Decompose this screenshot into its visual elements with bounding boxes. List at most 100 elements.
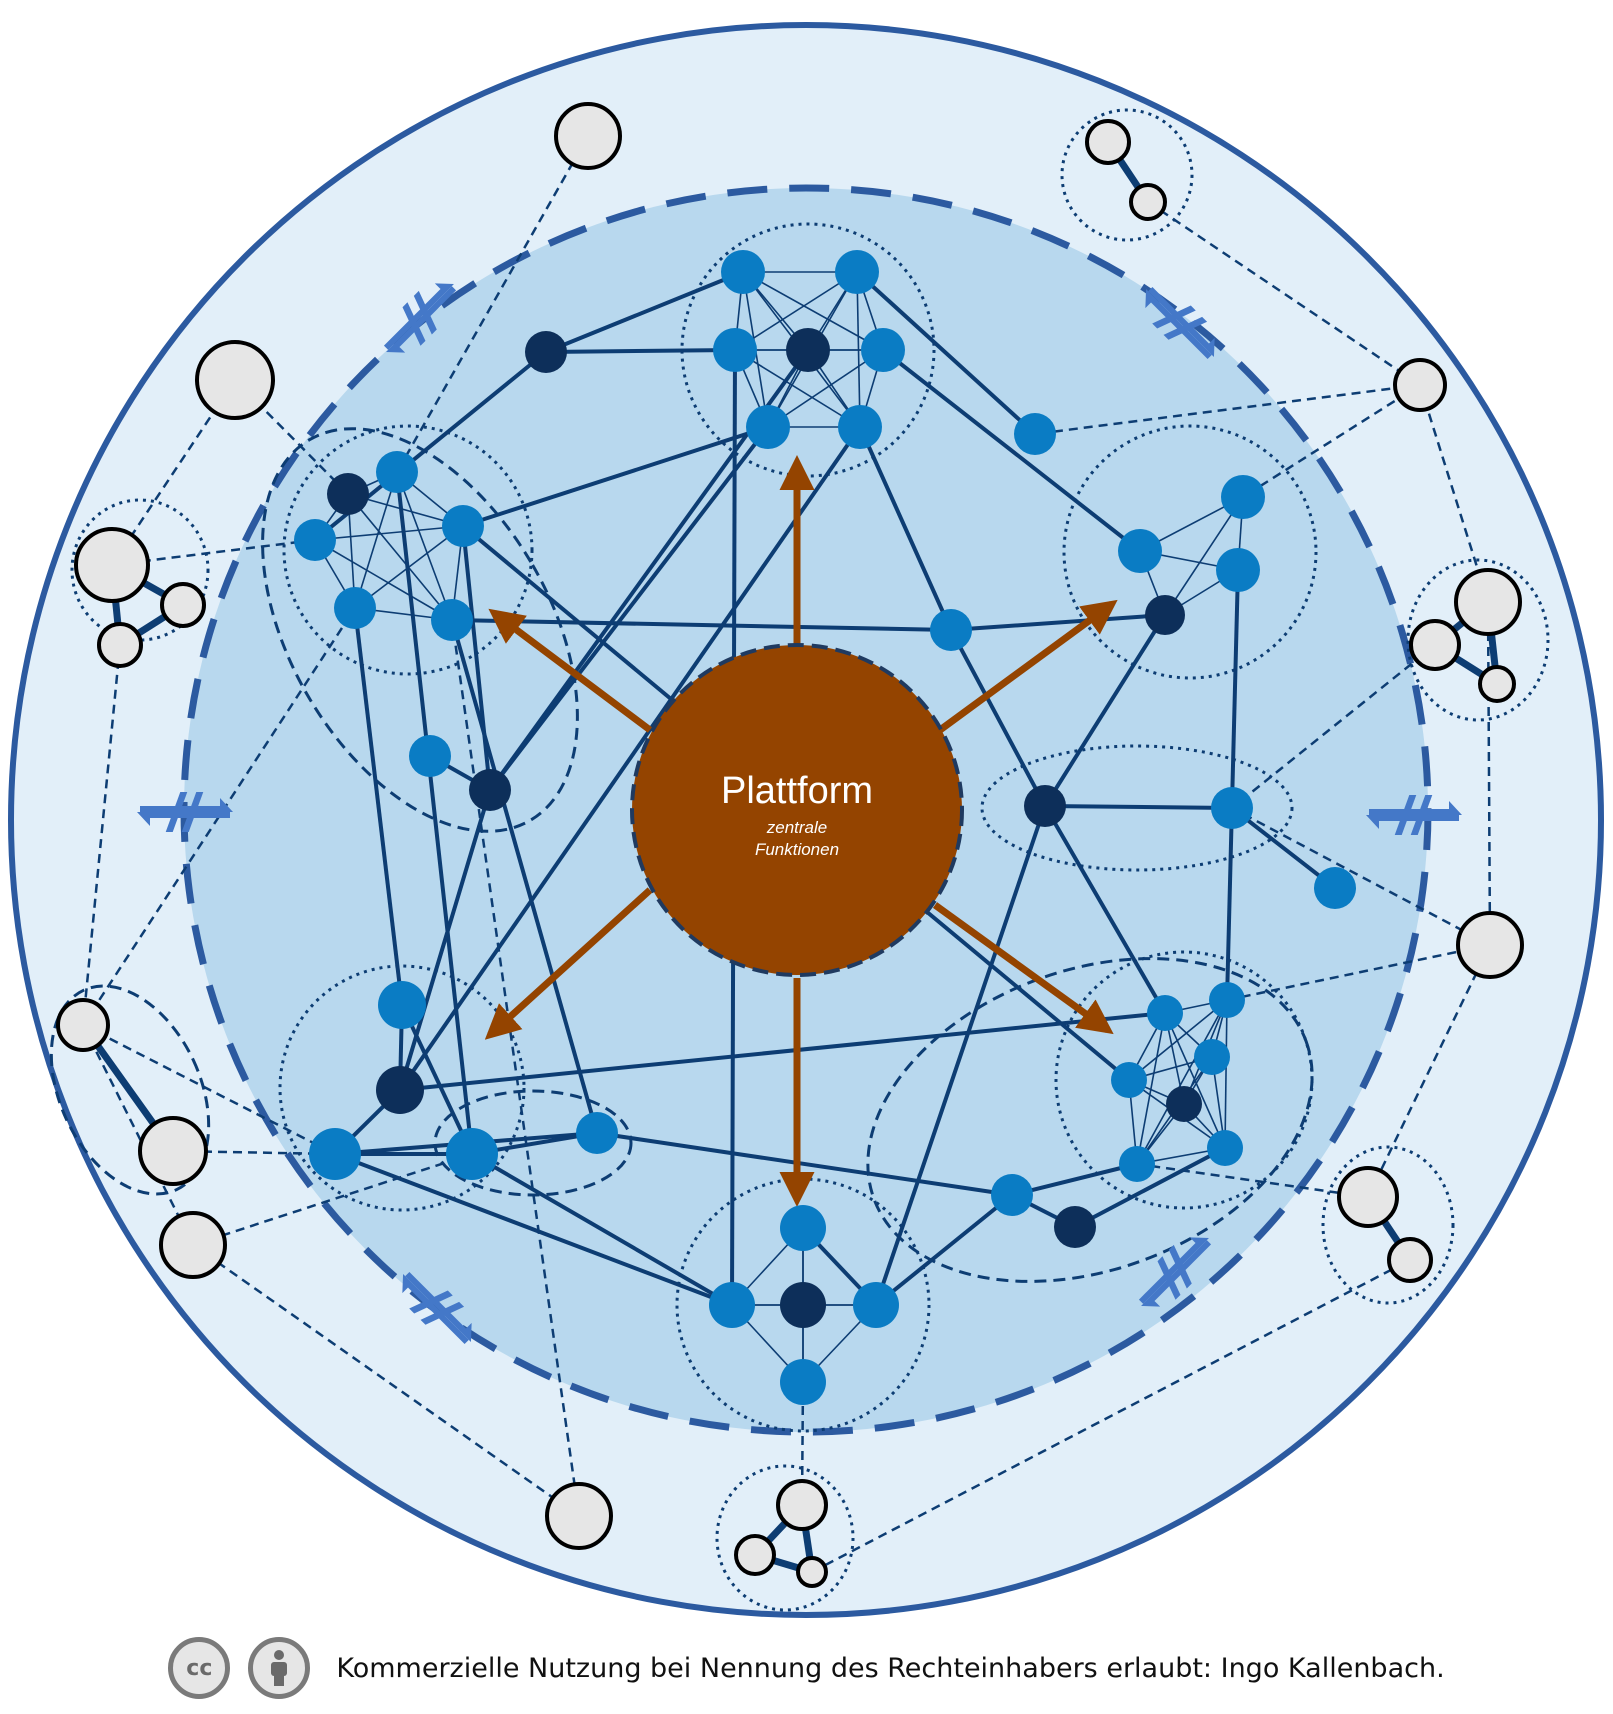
node-m3 (930, 609, 972, 651)
edge-25 (949, 629, 1047, 807)
node-bl2 (376, 1066, 424, 1114)
cluster-outline-14 (1321, 1145, 1455, 1305)
node-o11 (1129, 183, 1167, 221)
node-t1 (721, 250, 765, 294)
outer-edge-14 (82, 1023, 336, 1156)
cluster-outline-11 (1406, 558, 1550, 722)
edge-7 (881, 348, 1142, 553)
node-t7 (838, 405, 882, 449)
exchange-arrow-3 (1366, 795, 1462, 835)
node-o2 (195, 340, 275, 420)
cc-icon: cc (168, 1637, 231, 1699)
cluster-outline-13 (49, 984, 211, 1196)
exchange-bar-a-3 (1394, 795, 1417, 835)
node-o20 (734, 1534, 776, 1576)
platform-subtitle-line1: zentrale (766, 818, 827, 837)
exchange-arrow-head-b-1 (1145, 289, 1212, 360)
outer-edge-9 (1231, 644, 1436, 809)
node-r1 (1221, 475, 1265, 519)
node-br7 (1207, 1130, 1243, 1166)
cluster-outline-8 (278, 964, 526, 1212)
cluster-outline-1 (282, 424, 534, 676)
mesh-line-1-0-5 (347, 493, 453, 621)
edge-11 (461, 525, 492, 791)
node-o18 (545, 1482, 613, 1550)
exchange-arrow-2 (137, 792, 233, 832)
node-m4 (409, 735, 451, 777)
outer-edge-2 (1034, 383, 1421, 436)
node-o12 (56, 998, 110, 1052)
mesh-line-3-0-5 (1136, 1012, 1166, 1165)
outer-dashed-edges (81, 135, 1492, 1574)
edge-41 (1074, 1146, 1226, 1229)
node-m7 (1211, 787, 1253, 829)
edge-18 (398, 789, 492, 1091)
node-m9 (991, 1174, 1033, 1216)
node-t2 (835, 250, 879, 294)
node-tl6 (431, 599, 473, 641)
node-o17 (1387, 1237, 1433, 1283)
exchange-bar-a-5 (1157, 1256, 1181, 1300)
by-person-icon (248, 1637, 311, 1699)
node-tl1 (327, 473, 369, 515)
node-o5 (160, 582, 206, 628)
exchange-arrow-head-b-3 (1366, 815, 1459, 829)
node-t4 (861, 328, 905, 372)
platform-arrow-2 (488, 608, 653, 733)
outer-edge-6 (81, 644, 122, 1026)
node-r3 (1216, 548, 1260, 592)
outer-edge-4 (1418, 384, 1490, 603)
cluster-outline-15 (715, 1464, 855, 1612)
cluster-outlines (49, 108, 1550, 1612)
edge-14 (353, 607, 404, 1006)
node-o14 (159, 1211, 227, 1279)
edge-2 (855, 270, 1037, 436)
edge-21 (1044, 804, 1233, 810)
platform-arrow-1 (937, 599, 1118, 733)
edge-0 (545, 270, 744, 354)
edge-4 (858, 426, 953, 631)
node-bl1 (378, 981, 426, 1029)
outer-edge-15 (172, 1149, 336, 1156)
mesh-line-0-2-6 (734, 349, 861, 428)
node-br3 (1194, 1039, 1230, 1075)
exchange-bar-b-4 (420, 1301, 465, 1325)
node-br6 (1119, 1146, 1155, 1182)
node-m10 (1054, 1206, 1096, 1248)
outer-edge-12 (1136, 1162, 1369, 1199)
cluster-outline-2 (261, 427, 579, 833)
node-o7 (1454, 568, 1522, 636)
license-footer: cc Kommerzielle Nutzung bei Nennung des … (0, 1628, 1613, 1708)
cluster-outline-0 (680, 222, 936, 478)
edge-31 (470, 1152, 734, 1307)
node-m1 (525, 331, 567, 373)
edge-34 (400, 1004, 474, 1155)
exchange-arrow-head-b-4 (402, 1274, 469, 1345)
edge-3 (545, 348, 736, 354)
cluster-outline-9 (433, 1089, 633, 1197)
edge-20 (1043, 613, 1167, 808)
node-m6 (1024, 785, 1066, 827)
exchange-arrow-head-b-2 (137, 812, 230, 826)
node-o21 (796, 1556, 828, 1588)
exchange-bar-b-0 (413, 290, 437, 335)
mesh-line-0-1-2 (734, 271, 858, 351)
edge-30 (334, 1152, 733, 1307)
outer-edge-3 (1242, 383, 1421, 499)
platform-arrow-3 (484, 887, 653, 1040)
node-r4 (1145, 595, 1185, 635)
network-nodes (56, 102, 1524, 1588)
mesh-line-1-2-3 (314, 525, 464, 541)
edge-6 (950, 613, 1166, 632)
node-o1 (554, 102, 622, 170)
node-o19 (776, 1479, 828, 1531)
exchange-bar-a-0 (402, 302, 426, 346)
node-t3 (713, 328, 757, 372)
node-br1 (1147, 995, 1183, 1031)
license-text: Kommerzielle Nutzung bei Nennung des Rec… (336, 1652, 1445, 1684)
node-b5 (780, 1359, 826, 1405)
node-m2 (1014, 413, 1056, 455)
edge-9 (488, 425, 770, 792)
node-t6 (746, 405, 790, 449)
node-o10 (1085, 119, 1131, 165)
